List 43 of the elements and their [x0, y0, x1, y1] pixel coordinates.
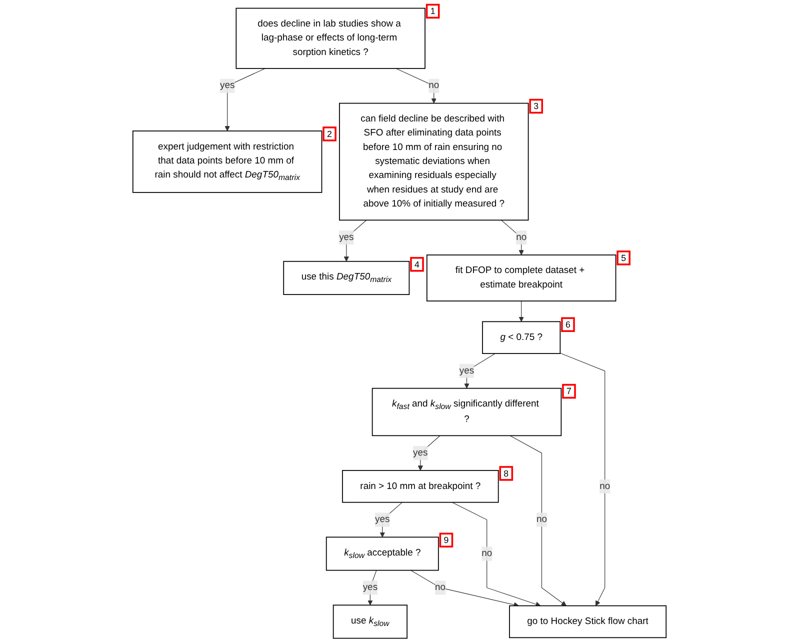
- node-label: 1: [430, 6, 436, 16]
- arrow: [344, 220, 367, 262]
- edge-label: yes: [339, 232, 354, 242]
- edge-label: no: [435, 582, 446, 592]
- arrow: [380, 502, 403, 538]
- node-box: does decline in lab studies show a lag-phase or effects of long-term sorption kinetics ?: [236, 8, 426, 69]
- node-box: k$_{fast}$ and k$_{slow}$ significantly different ?: [372, 388, 562, 436]
- edge-label: yes: [362, 582, 378, 592]
- arrow: [410, 570, 519, 608]
- edge-label: no: [600, 481, 610, 492]
- node-label: 6: [565, 320, 570, 330]
- edge-label: no: [482, 548, 492, 558]
- arrow: [500, 220, 524, 256]
- node-box: fit DFOP to complete dataset + estimate breakpoint: [426, 254, 616, 302]
- node-box: g < 0.75 ?: [482, 321, 561, 354]
- edge-label: no: [536, 514, 547, 524]
- arrow: [452, 502, 541, 607]
- node-label: 2: [327, 128, 332, 139]
- node-box: go to Hockey Stick flow chart: [509, 605, 667, 638]
- edge-label: no: [428, 80, 440, 91]
- node-label: 5: [621, 252, 626, 263]
- edge-label: yes: [220, 80, 235, 91]
- edge-label: no: [516, 232, 527, 242]
- node-box: rain > 10 mm at breakpoint ?: [342, 470, 499, 503]
- node-label: 8: [504, 468, 509, 478]
- node-label: 3: [534, 101, 539, 112]
- arrow: [518, 300, 524, 322]
- arrow: [560, 352, 606, 606]
- node-box: k$_{slow}$ acceptable ?: [326, 536, 439, 571]
- arrow: [368, 570, 377, 606]
- node-label: 4: [414, 259, 420, 270]
- edge-label: yes: [413, 448, 428, 458]
- arrow: [396, 68, 436, 104]
- node-box: expert judgement with restriction that data points before 10 mm of rain should not affect DegT50$_{matrix}$: [132, 130, 322, 193]
- node-box: use k$_{slow}$: [332, 604, 408, 639]
- arrow: [418, 435, 440, 471]
- node-label: 7: [566, 386, 572, 396]
- edge-label: yes: [375, 514, 390, 524]
- node-box: use this DegT50$_{matrix}$: [283, 260, 410, 295]
- node-box: can field decline be described with SFO after eliminating data points before 10 mm of rain ensuring no systematic deviations when examining residuals especially when residues at study end are above 10% of initially measured ?: [339, 102, 529, 221]
- edge-label: yes: [459, 366, 474, 376]
- node-label: 9: [444, 535, 449, 546]
- arrow: [510, 435, 566, 606]
